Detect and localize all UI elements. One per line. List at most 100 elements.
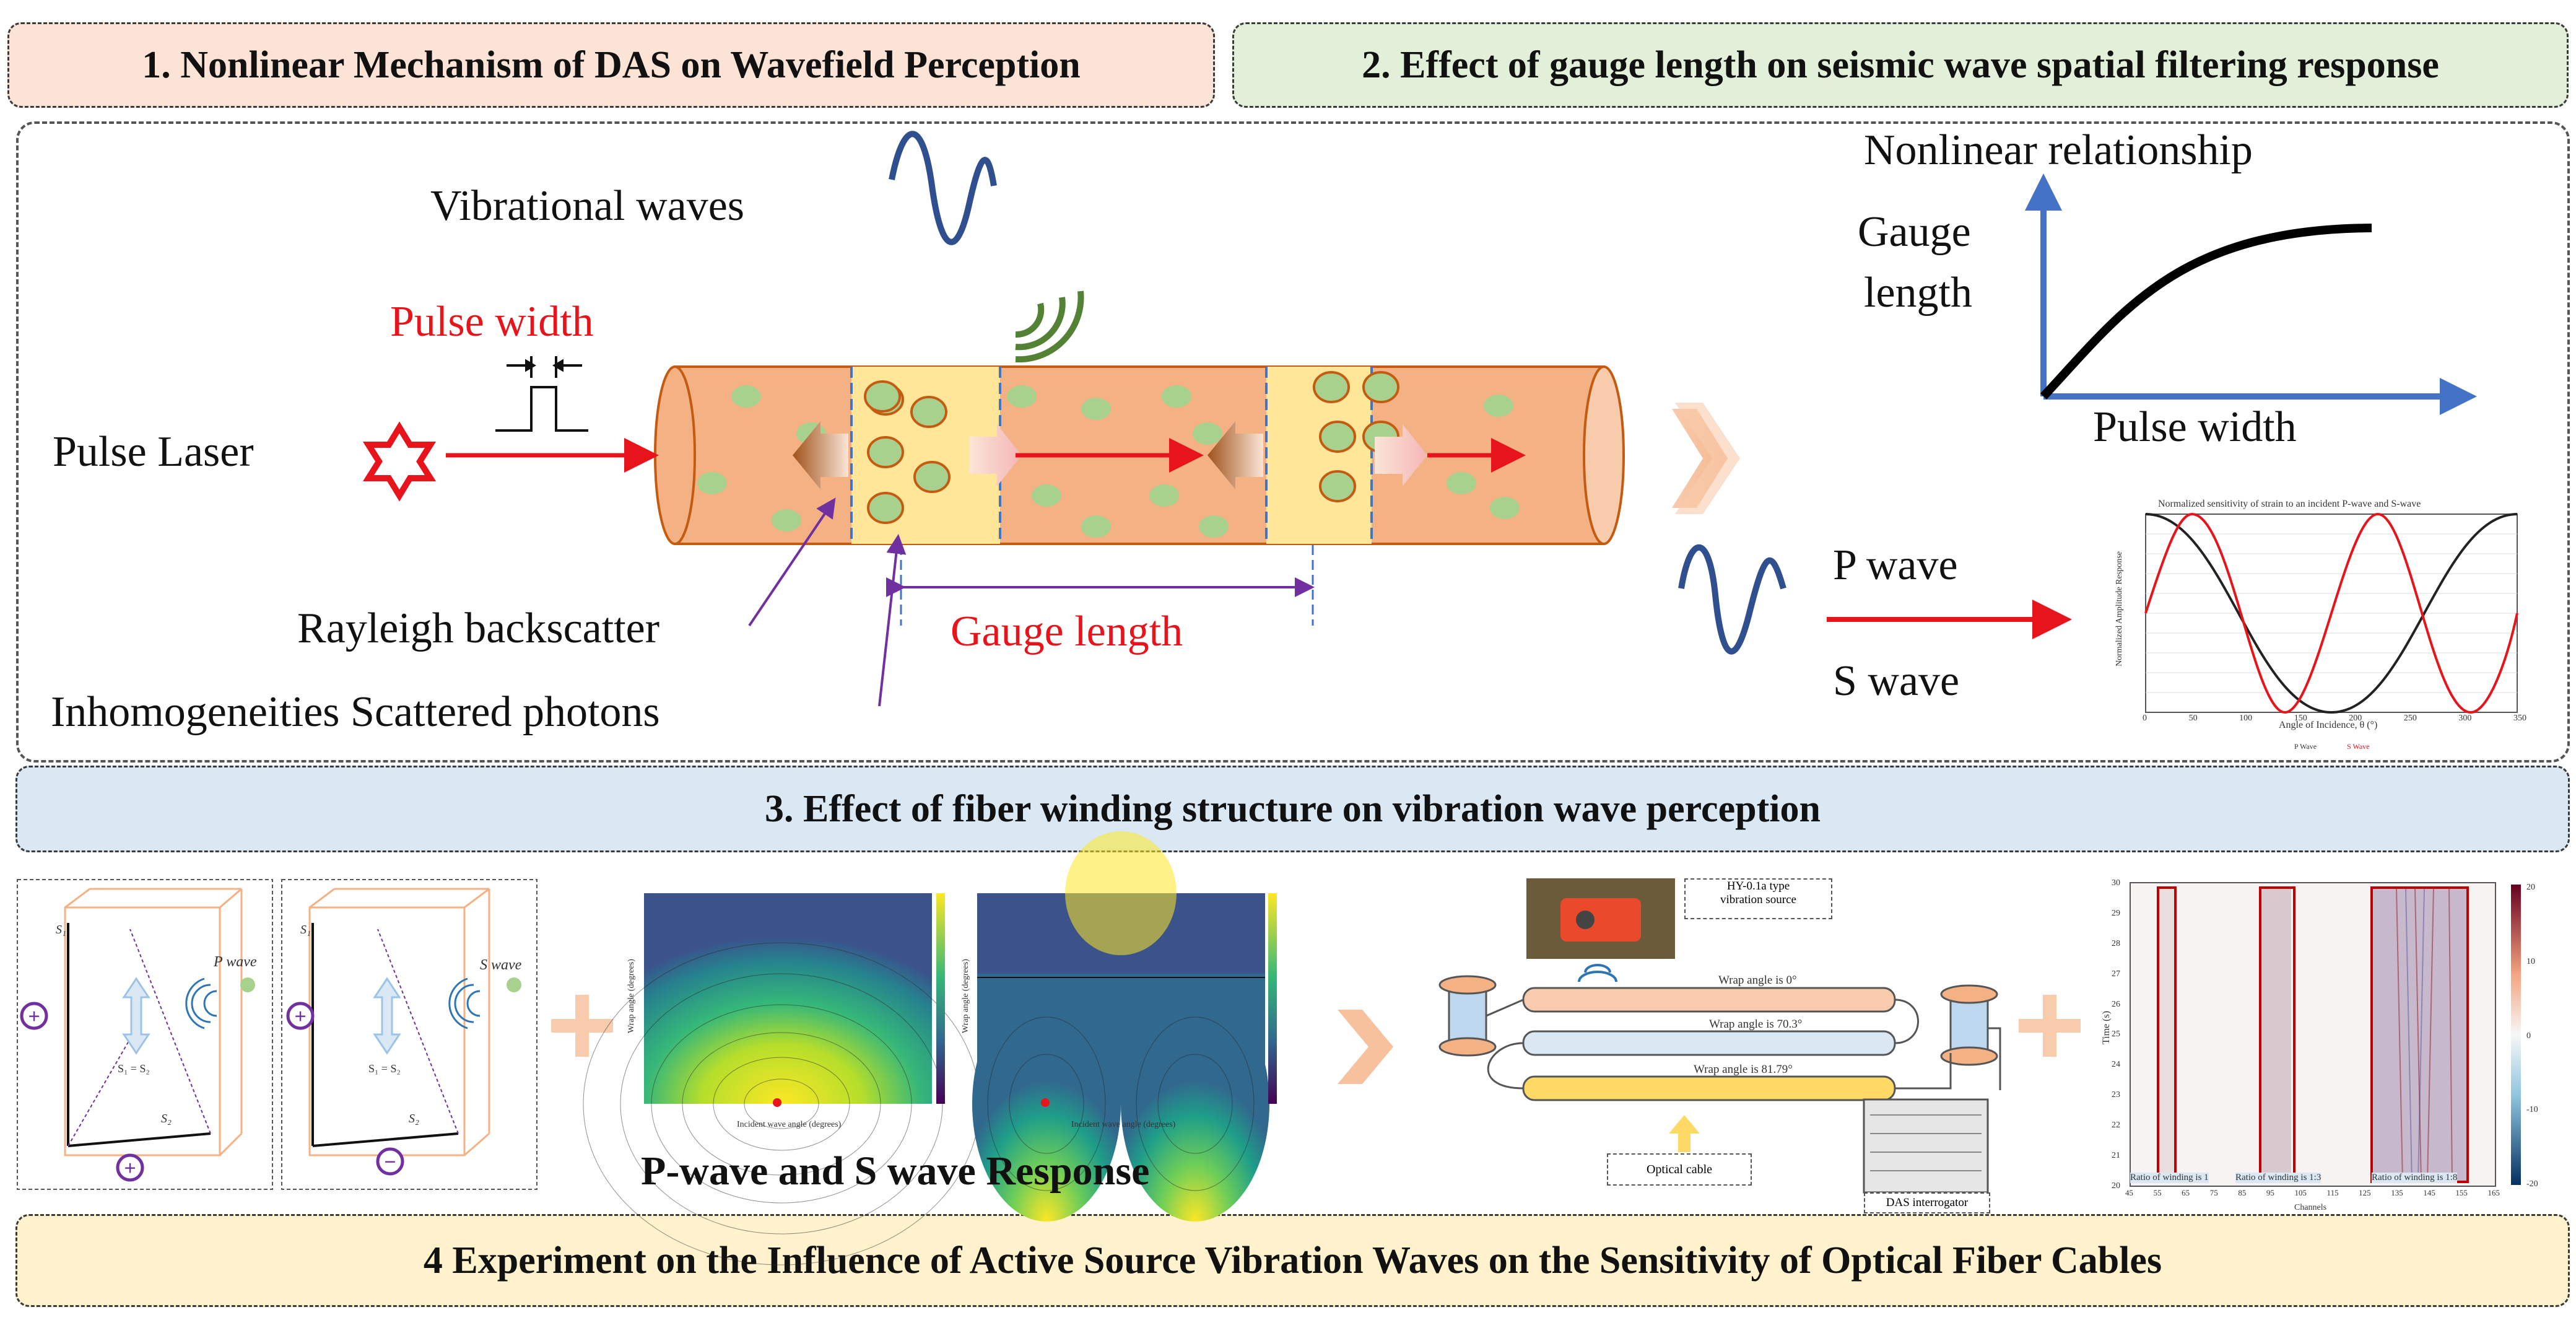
sensitivity-title: Normalized sensitivity of strain to an i… (2158, 499, 2421, 509)
sensitivity-xticks: 0 50 100 150 200 250 300 350 (2143, 714, 2526, 723)
banner-1: 1. Nonlinear Mechanism of DAS on Wavefie… (7, 22, 1215, 108)
ytick: 20 (2112, 1181, 2120, 1191)
inhomogeneities-label: Inhomogeneities Scattered photons (51, 688, 660, 736)
box1-wave-label: P wave (214, 954, 257, 970)
wrap-angle-81: Wrap angle is 81.79° (1694, 1063, 1793, 1076)
p-wave-icon (1678, 544, 1786, 655)
banner-4: 4 Experiment on the Influence of Active … (15, 1214, 2570, 1307)
pulse-width-icon (495, 356, 588, 432)
rayleigh-label: Rayleigh backscatter (297, 605, 660, 652)
optical-cable-box: Optical cable (1607, 1153, 1752, 1186)
box2-s2: S₂ (409, 1112, 419, 1125)
ratio-3-label: Ratio of winding is 1:8 (2372, 1173, 2458, 1183)
p-contour-plot (583, 893, 980, 1265)
pulse-width-label: Pulse width (390, 298, 594, 346)
ytick: 21 (2112, 1151, 2120, 1161)
xtick: 85 (2238, 1188, 2247, 1197)
xtick: 250 (2403, 714, 2417, 723)
source-label-line1: HY-0.1a type (1726, 880, 1790, 893)
emission-arcs-icon (1015, 291, 1084, 363)
cb-tick: -20 (2526, 1179, 2538, 1189)
ytick: 29 (2112, 908, 2120, 918)
sensitivity-plot (2144, 512, 2518, 714)
pulse-laser-icon (362, 421, 437, 502)
p-contour-xlabel: Incident wave angle (degrees) (737, 1120, 842, 1129)
ratio-2-label: Ratio of winding is 1:3 (2235, 1173, 2321, 1183)
cb-tick: -10 (2526, 1105, 2538, 1115)
plus-icon-left: + (20, 1002, 48, 1030)
svg-text:−: − (384, 1151, 396, 1174)
relation-ylabel-1: Gauge (1858, 208, 1971, 256)
plus-icon-left-2: + (286, 1002, 315, 1030)
interrogator-box: DAS interrogator (1864, 1192, 1990, 1213)
xtick: 65 (2182, 1188, 2190, 1197)
ytick: 25 (2112, 1029, 2120, 1039)
box2-s1: S₁ (300, 923, 311, 937)
waterfall-xticks: 45 55 65 75 85 95 105 115 125 135 145 15… (2125, 1188, 2500, 1198)
ytick: 26 (2112, 999, 2120, 1009)
source-label-line2: vibration source (1720, 893, 1796, 906)
wrap-angle-70: Wrap angle is 70.3° (1709, 1018, 1803, 1031)
sensitivity-legend-s: S Wave (2347, 742, 2370, 751)
waterfall-ylabel: Time (s) (2101, 1010, 2112, 1045)
ytick: 28 (2112, 938, 2120, 948)
s-wave-label: S wave (1833, 657, 1960, 705)
relation-xlabel: Pulse width (2093, 403, 2297, 451)
box1-s2: S₂ (161, 1112, 172, 1125)
box1-eq: S₁ = S₂ (118, 1062, 150, 1075)
gauge-length-label: Gauge length (951, 608, 1183, 655)
wrap-angle-0: Wrap angle is 0° (1718, 974, 1797, 987)
cb-tick: 0 (2526, 1031, 2531, 1041)
plus-sign-2 (2019, 995, 2081, 1057)
relation-curve (2040, 224, 2372, 400)
xtick: 125 (2359, 1188, 2371, 1197)
colorbar-ticks: 20 10 0 -10 -20 (2526, 883, 2538, 1189)
svg-text:+: + (124, 1157, 136, 1180)
nonlinear-relation-plot (2025, 173, 2477, 415)
plus-icon-bottom: + (116, 1153, 144, 1182)
cb-tick: 10 (2526, 956, 2535, 966)
waterfall-xlabel: Channels (2294, 1203, 2327, 1212)
svg-text:+: + (28, 1005, 40, 1028)
p-wave-label: P wave (1833, 541, 1958, 589)
sensitivity-xlabel: Angle of Incidence, θ (°) (2279, 720, 2378, 730)
contour-caption: P-wave and S wave Response (641, 1148, 1150, 1194)
svg-text:+: + (294, 1005, 306, 1028)
s-contour-ylabel: Wrap angle (degrees) (960, 959, 970, 1033)
xtick: 100 (2239, 714, 2253, 723)
p-contour-ylabel: Wrap angle (degrees) (626, 959, 636, 1033)
ytick: 30 (2112, 878, 2120, 888)
sensitivity-legend-p: P Wave (2294, 742, 2317, 751)
xtick: 155 (2455, 1188, 2468, 1197)
banner-3: 3. Effect of fiber winding structure on … (15, 766, 2570, 852)
s-contour-xlabel: Incident wave angle (degrees) (1071, 1120, 1176, 1129)
pulse-laser-label: Pulse Laser (53, 428, 254, 476)
vibrational-waves-label: Vibrational waves (430, 182, 745, 230)
box2-eq: S₁ = S₂ (368, 1062, 401, 1075)
ytick: 27 (2112, 969, 2120, 979)
relation-title: Nonlinear relationship (1864, 126, 2253, 174)
xtick: 200 (2349, 714, 2362, 723)
xtick: 105 (2294, 1188, 2307, 1197)
xtick: 300 (2458, 714, 2472, 723)
xtick: 75 (2209, 1188, 2218, 1197)
xtick: 55 (2153, 1188, 2162, 1197)
ratio-1-label: Ratio of winding is 1 (2130, 1173, 2209, 1183)
vibration-wave-icon (889, 131, 997, 245)
relation-ylabel-2: length (1864, 269, 1972, 317)
ytick: 22 (2112, 1121, 2120, 1130)
xtick: 0 (2143, 714, 2147, 723)
source-label-box: HY-0.1a type vibration source (1684, 878, 1832, 919)
plus-sign-1 (551, 995, 613, 1057)
xtick: 145 (2423, 1188, 2435, 1197)
banner-2: 2. Effect of gauge length on seismic wav… (1232, 22, 2569, 108)
ytick: 23 (2112, 1090, 2120, 1100)
ytick: 24 (2112, 1060, 2120, 1070)
xtick: 95 (2266, 1188, 2274, 1197)
xtick: 150 (2294, 714, 2307, 723)
p-wave-curve (2145, 513, 2518, 714)
cb-tick: 20 (2526, 883, 2535, 892)
xtick: 45 (2125, 1188, 2133, 1197)
